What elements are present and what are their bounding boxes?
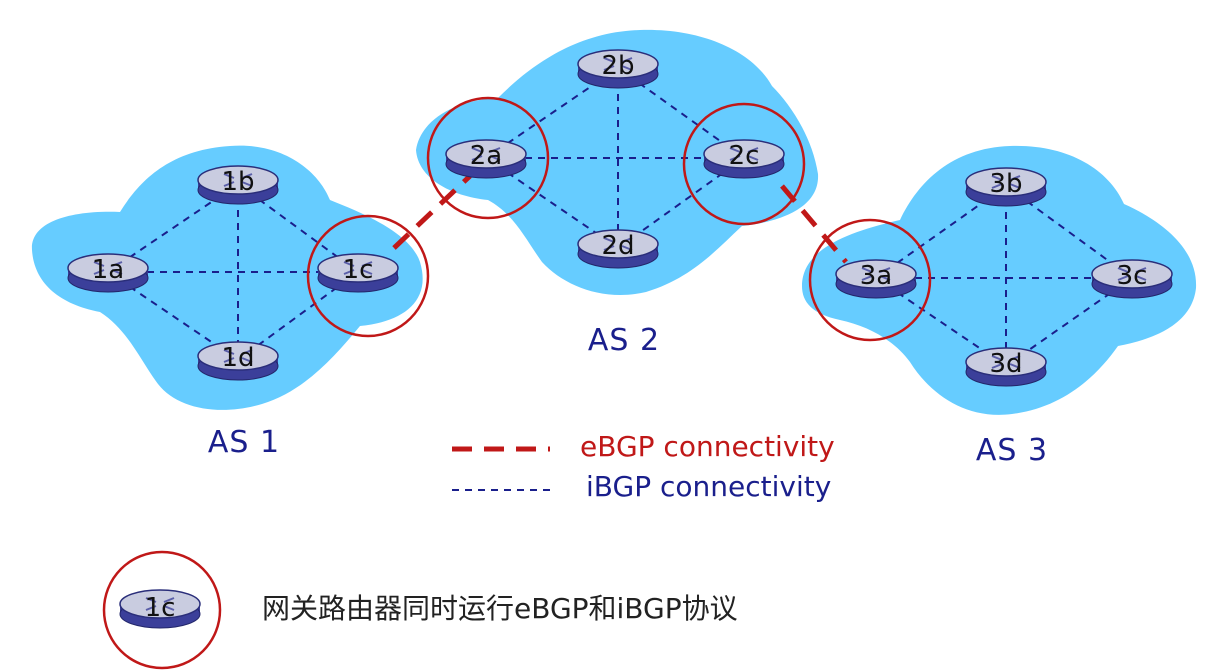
- router-1b: 1b: [197, 165, 279, 205]
- router-3d: 3d: [965, 347, 1047, 387]
- gateway-circle-2c: [682, 102, 806, 226]
- as3-cloud: [802, 145, 1197, 415]
- router-1b-label: 1b: [221, 167, 254, 197]
- note-circle: [102, 550, 222, 670]
- router-2a: 2a: [445, 139, 527, 179]
- router-2a-label: 2a: [470, 141, 502, 171]
- router-3b-label: 3b: [989, 169, 1022, 199]
- gateway-circle-3a: [808, 218, 932, 342]
- gateway-circle-1c: [306, 214, 430, 338]
- gateway-note: 1c 网关路由器同时运行eBGP和iBGP协议: [102, 550, 738, 670]
- gateway-circles: [306, 96, 932, 342]
- router-3c: 3c: [1091, 259, 1173, 299]
- router-3c-label: 3c: [1117, 261, 1148, 291]
- gateway-circle-2a: [426, 96, 550, 220]
- note-router: 1c: [119, 589, 201, 629]
- router-1a-label: 1a: [92, 255, 124, 285]
- as1-label: AS 1: [208, 425, 280, 460]
- router-3b: 3b: [965, 167, 1047, 207]
- as3-label: AS 3: [976, 433, 1048, 468]
- router-2c-label: 2c: [729, 141, 760, 171]
- legend: eBGP connectivity iBGP connectivity: [452, 430, 835, 503]
- router-2d: 2d: [577, 229, 659, 269]
- note-router-label: 1c: [145, 593, 176, 623]
- legend-ibgp-label: iBGP connectivity: [586, 470, 831, 503]
- router-1a: 1a: [67, 253, 149, 293]
- router-2b-label: 2b: [601, 51, 634, 81]
- router-3a: 3a: [835, 259, 917, 299]
- router-3a-label: 3a: [860, 261, 892, 291]
- router-1c: 1c: [317, 253, 399, 293]
- router-1d-label: 1d: [221, 343, 254, 373]
- as2-label: AS 2: [588, 323, 660, 358]
- router-2d-label: 2d: [601, 231, 634, 261]
- router-1d: 1d: [197, 341, 279, 381]
- router-2b: 2b: [577, 49, 659, 89]
- router-1c-label: 1c: [343, 255, 374, 285]
- router-2c: 2c: [703, 139, 785, 179]
- as1-cloud: [31, 145, 423, 410]
- legend-ebgp-label: eBGP connectivity: [580, 430, 835, 463]
- link-1c-2a: [392, 174, 472, 250]
- note-text: 网关路由器同时运行eBGP和iBGP协议: [262, 592, 738, 625]
- router-3d-label: 3d: [989, 349, 1022, 379]
